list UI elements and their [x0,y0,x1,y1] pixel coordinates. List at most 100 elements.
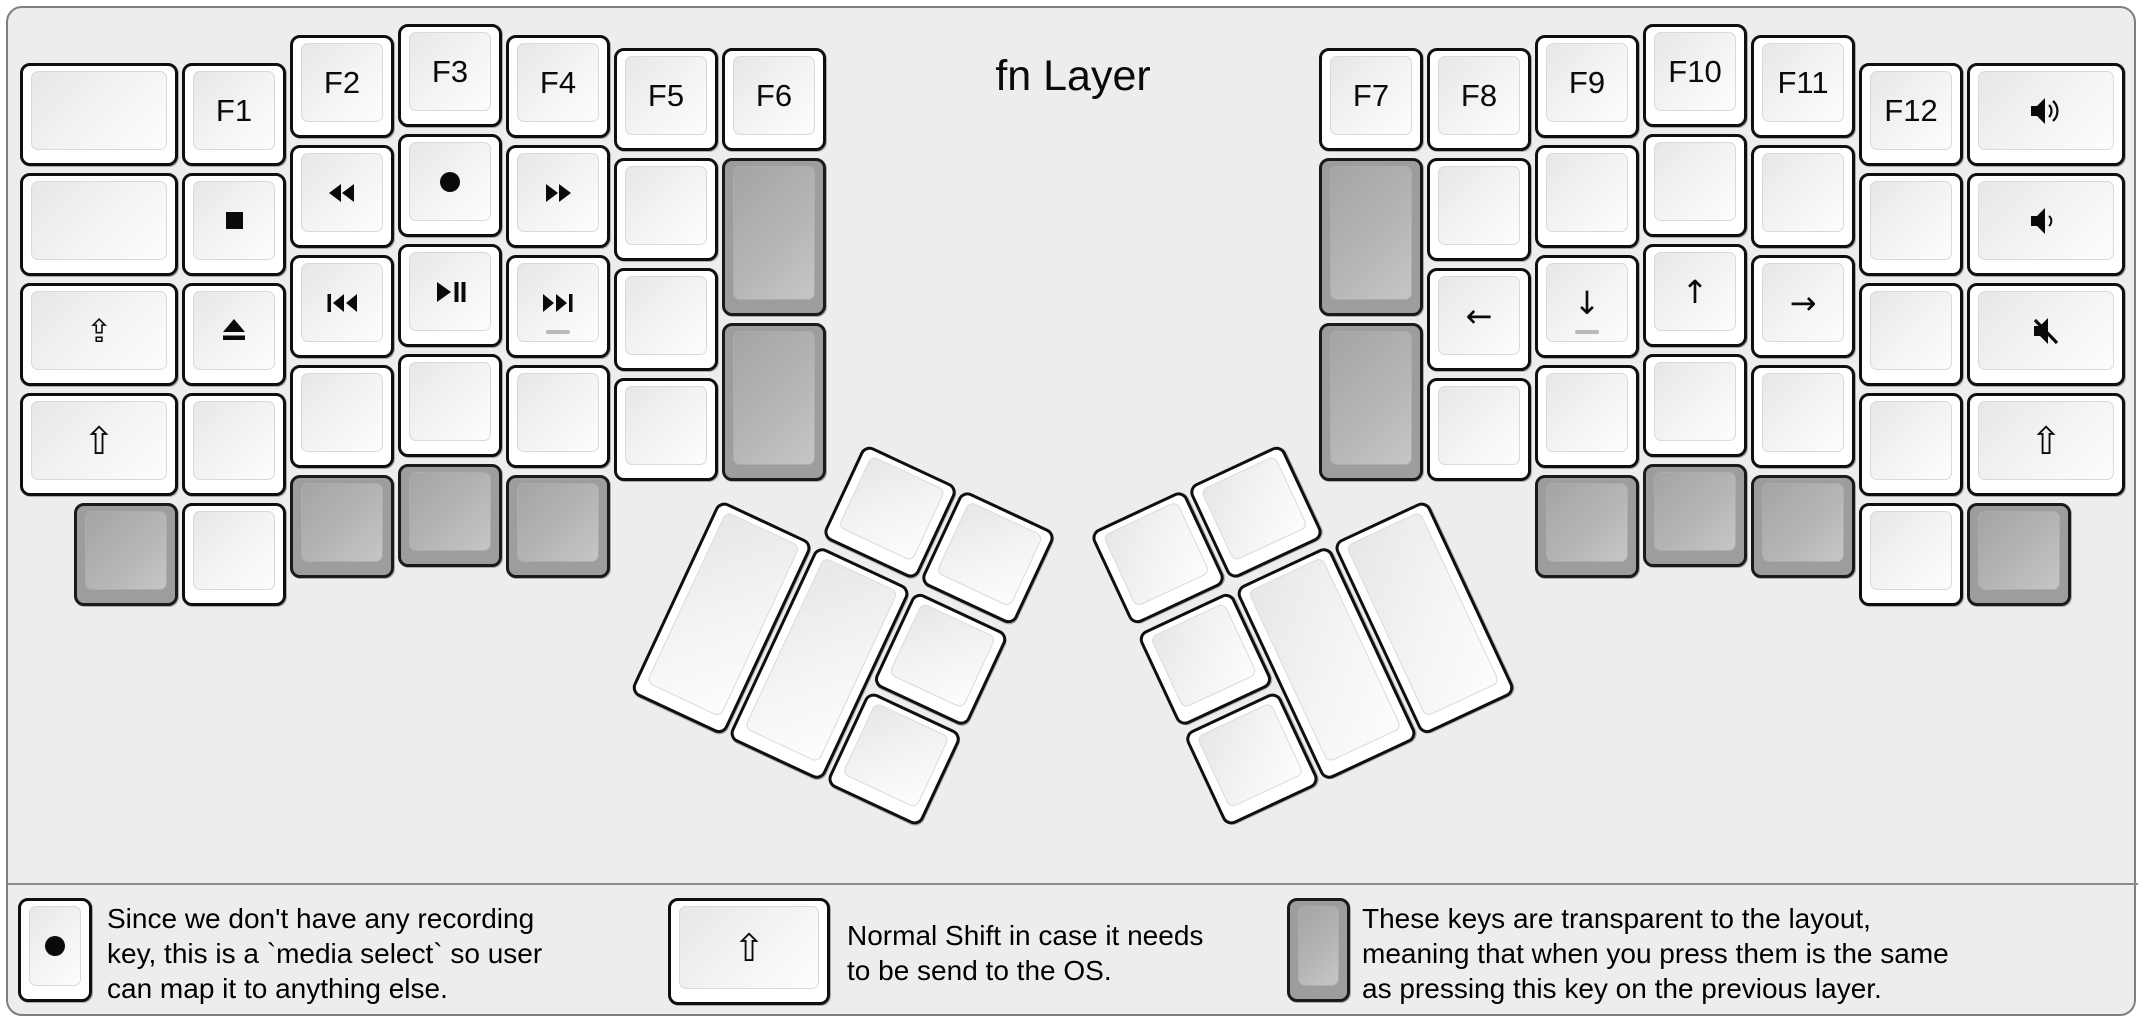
key-blank-r4-cap [1546,373,1628,452]
key-thumb-l6-cap [841,702,950,809]
key-f11-label: F11 [1777,64,1829,100]
key-fast-forward[interactable] [506,145,610,248]
key-thumb-r3-cap [1149,602,1258,709]
key-f11[interactable]: F11 [1751,35,1855,138]
key-blank-r2[interactable] [1427,378,1531,481]
key-transparent-l4-cap [301,483,383,562]
key-shift-left[interactable]: ⇧ [20,393,178,496]
key-transparent-l2[interactable] [722,323,826,481]
key-volume-down[interactable] [1967,173,2125,276]
key-transparent-l5[interactable] [398,464,502,567]
key-blank-r12[interactable] [1859,503,1963,606]
key-f1[interactable]: F1 [182,63,286,166]
key-blank-r5[interactable] [1643,134,1747,237]
key-f4-label: F4 [539,64,577,100]
key-blank-r11[interactable] [1859,393,1963,496]
key-next-track[interactable] [506,255,610,358]
key-blank-l2[interactable] [20,173,178,276]
key-blank-r7[interactable] [1751,145,1855,248]
key-next-track-cap [517,263,599,342]
key-f2-label: F2 [323,64,361,100]
legend-divider [8,883,2138,885]
key-arrow-left[interactable]: ← [1427,268,1531,371]
key-f12[interactable]: F12 [1859,63,1963,166]
key-blank-r5-cap [1654,142,1736,221]
key-blank-l1[interactable] [20,63,178,166]
key-transparent-r5[interactable] [1751,475,1855,578]
key-blank-l7[interactable] [614,158,718,261]
key-f7-label: F7 [1352,77,1390,113]
key-blank-r9[interactable] [1859,173,1963,276]
key-f1-label: F1 [215,92,253,128]
key-rewind[interactable] [290,145,394,248]
key-blank-l7-cap [625,166,707,245]
key-f9[interactable]: F9 [1535,35,1639,138]
key-shift-right[interactable]: ⇧ [1967,393,2125,496]
key-f9-cap: F9 [1546,43,1628,122]
key-record[interactable] [398,134,502,237]
key-arrow-right[interactable]: → [1751,255,1855,358]
key-f8[interactable]: F8 [1427,48,1531,151]
key-blank-l4-cap [301,373,383,452]
key-f4[interactable]: F4 [506,35,610,138]
key-f10-label: F10 [1668,53,1722,89]
key-blank-r1[interactable] [1427,158,1531,261]
key-blank-l3-cap [193,401,275,480]
key-arrow-left-glyph: ← [1465,296,1493,335]
key-transparent-l6[interactable] [506,475,610,578]
key-f6[interactable]: F6 [722,48,826,151]
key-arrow-left-cap: ← [1438,276,1520,355]
key-volume-up[interactable] [1967,63,2125,166]
key-blank-l9[interactable] [614,378,718,481]
key-blank-r6[interactable] [1643,354,1747,457]
key-blank-r9-cap [1870,181,1952,260]
key-f3[interactable]: F3 [398,24,502,127]
key-f3-cap: F3 [409,32,491,111]
mute-icon [2026,313,2066,349]
key-blank-l3[interactable] [182,393,286,496]
rewind-icon [322,175,362,211]
key-f12-cap: F12 [1870,71,1952,150]
key-transparent-l2-cap [733,331,815,465]
key-blank-l5[interactable] [398,354,502,457]
key-mute[interactable] [1967,283,2125,386]
key-blank-r4[interactable] [1535,365,1639,468]
key-arrow-up[interactable]: ↑ [1643,244,1747,347]
key-arrow-down[interactable]: ↓ [1535,255,1639,358]
key-blank-r10[interactable] [1859,283,1963,386]
legend-key-record-cap [29,906,81,986]
key-blank-l8[interactable] [614,268,718,371]
key-transparent-r6[interactable] [1967,503,2071,606]
key-transparent-r1[interactable] [1319,158,1423,316]
key-transparent-r2[interactable] [1319,323,1423,481]
voldown-icon [2026,203,2066,239]
key-blank-l6[interactable] [506,365,610,468]
key-transparent-l4[interactable] [290,475,394,578]
key-f2[interactable]: F2 [290,35,394,138]
key-blank-l10[interactable] [182,503,286,606]
key-capslock[interactable]: ⇪ [20,283,178,386]
key-transparent-l3[interactable] [74,503,178,606]
key-blank-l4[interactable] [290,365,394,468]
key-blank-l1-cap [31,71,167,150]
key-f7[interactable]: F7 [1319,48,1423,151]
key-transparent-l1-cap [733,166,815,300]
key-prev-track[interactable] [290,255,394,358]
key-f5[interactable]: F5 [614,48,718,151]
key-eject[interactable] [182,283,286,386]
stop-icon [214,203,254,239]
key-transparent-r6-cap [1978,511,2060,590]
key-blank-r3[interactable] [1535,145,1639,248]
key-play-pause[interactable] [398,244,502,347]
legend-text-record: Since we don't have any recording key, t… [107,903,543,1004]
key-f10[interactable]: F10 [1643,24,1747,127]
key-blank-r8[interactable] [1751,365,1855,468]
key-stop[interactable] [182,173,286,276]
key-transparent-l1[interactable] [722,158,826,316]
key-transparent-r4[interactable] [1643,464,1747,567]
legend-key-transparent-cap [1298,906,1339,986]
key-transparent-r3[interactable] [1535,475,1639,578]
key-blank-l10-cap [193,511,275,590]
key-rewind-cap [301,153,383,232]
